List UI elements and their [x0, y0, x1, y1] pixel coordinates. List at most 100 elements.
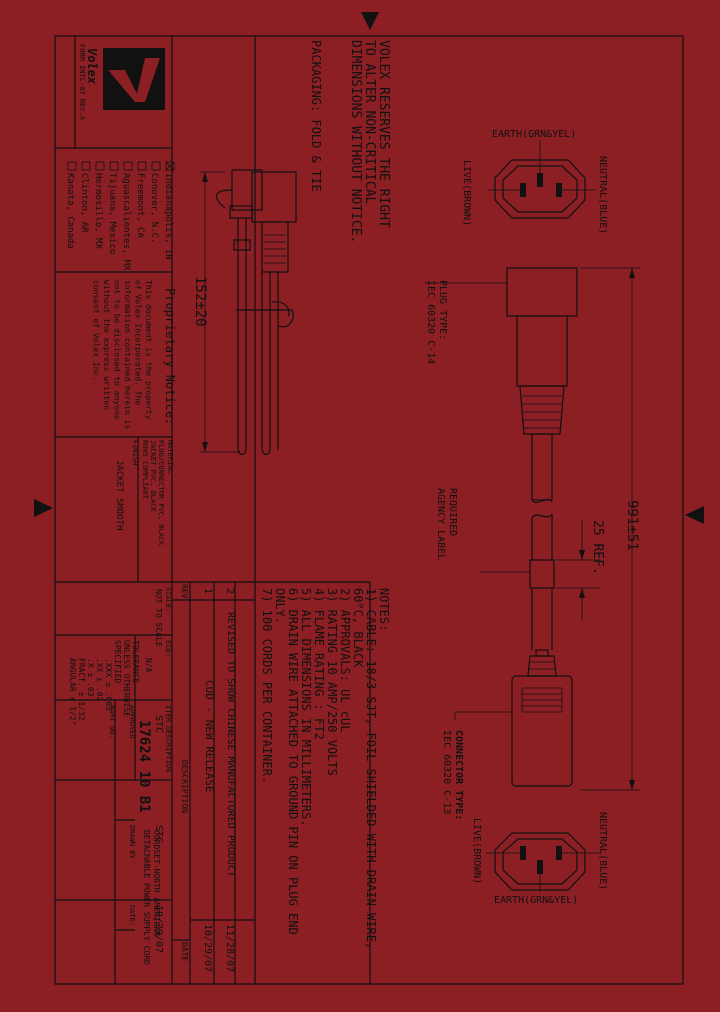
- location-item: Indianapolis, IN: [163, 161, 175, 260]
- location-name: Indianapolis, IN: [163, 173, 173, 260]
- material-block: MATERIAL PLUG/CONNECTOR PVC, BLACKJACKET…: [141, 440, 174, 546]
- note-line: 6) DRAIN WIRE ATTACHED TO GROUND PIN ON …: [286, 588, 300, 935]
- proprietary-notice: Proprietary Notice: This document is the…: [92, 280, 178, 429]
- plug-face-neutral-label: NEUTRAL(BLUE): [597, 156, 608, 234]
- note-line: 2) APPROVALS: UL cUL: [338, 588, 352, 733]
- material-line: ROHS COMPLIANT: [141, 440, 149, 500]
- location-name: Aguascalientes, MX: [121, 173, 131, 271]
- part-no-value: 17624 10 B1: [136, 720, 152, 813]
- material-label: MATERIAL: [166, 440, 174, 474]
- reserve-note-line: DIMENSIONS WITHOUT NOTICE.: [348, 40, 363, 244]
- locations-list: Indianapolis, IN Conover, N.C. Freemont, C…: [65, 161, 175, 271]
- reserve-note-line: TO ALTER NON-CRITICAL: [362, 40, 377, 205]
- packaging-diagram: [200, 36, 297, 582]
- plug-type-line-2: IEC 60320 C-14: [425, 280, 436, 364]
- rev-header-date: DATE: [180, 942, 189, 961]
- note-line: 1) CABLE: 18/3 SJT, FOIL SHIELDED WITH D…: [364, 588, 378, 949]
- location-checkbox: [123, 161, 133, 171]
- tolerance-line: ANGULAR ± 1/2°: [68, 658, 77, 725]
- location-check-mark: [165, 161, 175, 171]
- rev-row-1-date: 10/29/07: [202, 924, 213, 972]
- location-item: Conover, N.C.: [149, 161, 161, 243]
- tolerance-line: TOLERANCE: [131, 640, 140, 684]
- notes-block: NOTES:1) CABLE: 18/3 SJT, FOIL SHIELDED …: [260, 588, 391, 949]
- note-line: 4) FLAME RATING : FT2: [312, 588, 326, 740]
- location-checkbox: [165, 161, 175, 171]
- proprietary-line: consent of Volex Inc.: [92, 280, 101, 381]
- rev-header-description: DESCRIPTION: [180, 760, 189, 813]
- note-line: ONLY.: [273, 588, 287, 624]
- proprietary-title: Proprietary Notice:: [163, 288, 177, 425]
- rev-header-rev: REV: [180, 584, 189, 599]
- location-checkbox: [151, 161, 161, 171]
- company-sub: CUD: [101, 56, 111, 78]
- connector-type-line-1: CONNECTOR TYPE:: [453, 730, 464, 820]
- agency-label-line-1: REQUIRED: [447, 488, 458, 536]
- location-item: Tijuana, Mexico: [107, 161, 119, 254]
- date-value: 10/29/07: [153, 905, 164, 953]
- drawn-by-value: STC: [153, 825, 164, 843]
- volex-logo: [103, 48, 165, 110]
- plug-side-view: [506, 267, 578, 504]
- note-line: 7) 100 CORDS PER CONTAINER.: [260, 588, 274, 783]
- location-checkbox: [137, 161, 147, 171]
- location-item: Clinton, AR: [79, 161, 91, 233]
- eco-label: ECO:: [164, 640, 172, 657]
- notes-title: NOTES:: [377, 588, 391, 631]
- connector-face-live-label: LIVE(BROWN): [471, 818, 482, 884]
- eco-value: N/A: [144, 658, 153, 673]
- tolerance-line: SPECIFIED: [113, 640, 122, 684]
- packaging-label: PACKAGING: FOLD & TIE: [309, 40, 323, 192]
- note-line: 5) ALL DIMENSIONS IN MILLIMETERS.: [299, 588, 313, 826]
- rev-row-2-description: REVISED TO SHOW CHINESE MANUFACTURED PRO…: [225, 612, 236, 877]
- location-checkbox: [109, 161, 119, 171]
- proprietary-line: This document is the property: [144, 280, 153, 420]
- rev-row-2-rev: 2: [224, 588, 235, 594]
- part-no-label: PART NO.: [108, 705, 116, 739]
- overall-length-dimension: 991±51: [624, 500, 640, 551]
- location-name: Freemont, CA: [135, 173, 145, 239]
- connector-type-line-2: IEC 60320 C-13: [441, 730, 452, 814]
- proprietary-line: not to be disclosed to anyone: [113, 280, 122, 420]
- material-line: JACKET PVC, BLACK: [149, 440, 157, 512]
- center-marker-right: [685, 506, 704, 524]
- location-item: Kanata, Canada: [65, 161, 77, 249]
- cable-and-label: [480, 513, 555, 650]
- tolerance-line: .X ± .03: [86, 658, 95, 697]
- finish-label: FINISH: [131, 440, 139, 465]
- date-label: DATE:: [128, 905, 136, 926]
- company-name: Volex: [85, 48, 99, 85]
- plug-face-earth-label: EARTH(GRN&YEL): [492, 129, 576, 140]
- location-item: Aguascalientes, MX: [121, 161, 133, 271]
- note-line: 60°C, BLACK: [351, 588, 365, 668]
- plug-face-live-label: LIVE(BROWN): [461, 160, 472, 226]
- material-line: PLUG/CONNECTOR PVC, BLACK: [157, 440, 165, 546]
- title-block: [55, 581, 370, 984]
- agency-label-line-2: AGENCY LABEL: [435, 488, 446, 560]
- plug-type-line-1: PLUG TYPE:: [437, 280, 448, 340]
- left-info-block: [55, 36, 173, 984]
- approved-value: STC: [153, 715, 164, 733]
- drawn-by-label: DRAWN BY: [128, 825, 136, 860]
- item-description-line: DETACHABLE POWER SUPPLY CORD: [142, 830, 151, 965]
- location-name: Kanata, Canada: [65, 173, 75, 249]
- rev-row-1-description: CUD - NEW RELEASE: [203, 680, 216, 793]
- proprietary-line: of Volex Incorporated. The: [134, 280, 143, 405]
- location-checkbox: [95, 161, 105, 171]
- scale-label: SCALE:: [164, 587, 172, 612]
- proprietary-line: without the express written: [102, 280, 111, 410]
- item-description-line: CORDSET-NORTH AMERICAN: [152, 830, 161, 936]
- location-name: Conover, N.C.: [149, 173, 159, 243]
- tolerance-line: UNLESS OTHERWISE: [122, 640, 131, 717]
- tolerance-line: .XX ± .02: [95, 658, 104, 702]
- tolerance-line: FRACT. ± 1/32: [77, 658, 86, 721]
- packaging-dimension: 152±20: [192, 276, 208, 327]
- location-item: Hermosillo, MX: [93, 161, 105, 249]
- center-marker-left: [34, 499, 53, 517]
- connector-side-view: [511, 649, 573, 787]
- location-checkbox: [81, 161, 91, 171]
- scale-value: NOT TO SCALE: [154, 589, 163, 647]
